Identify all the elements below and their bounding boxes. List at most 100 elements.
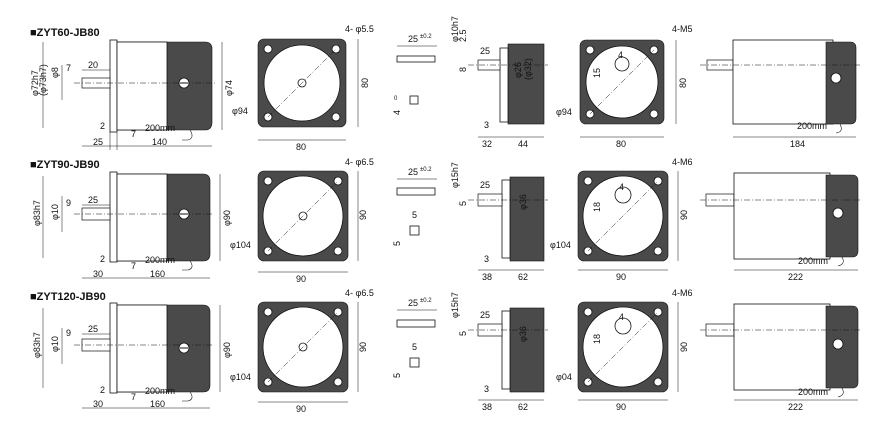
dim-label: 2: [100, 385, 105, 395]
dim-label: 90: [358, 210, 368, 220]
motor-front-view: 4- φ5.5 80 80 φ94: [232, 24, 374, 152]
key-bar: [396, 187, 436, 196]
gearbox-body: [509, 307, 545, 393]
dim-label: φ72h7: [30, 70, 40, 96]
dim-label: 20: [88, 60, 98, 70]
mount-hole: [585, 45, 595, 55]
mount-hole: [649, 45, 659, 55]
geared-motor-long-view: 200mm 222: [700, 172, 862, 282]
dim-label: φ104: [230, 372, 251, 382]
dim-label: 30: [93, 399, 103, 409]
dim-label: 25: [480, 46, 490, 56]
dim-label: 5: [392, 241, 402, 246]
dim-label: 160: [150, 399, 165, 409]
dim-label: 3: [484, 120, 489, 130]
gearbox-flange: [501, 179, 511, 259]
gearbox-side-view: φ15h7 5 25 φ36 3 38 62: [450, 162, 548, 282]
dim-label: 4: [619, 182, 624, 192]
dim-label: 200mm: [798, 387, 828, 397]
dim-label: 90: [296, 274, 306, 284]
dim-label: 2: [100, 121, 105, 131]
dim-label: 25: [408, 34, 418, 44]
dim-label: φ26: [513, 62, 523, 78]
dim-label: 25: [408, 167, 418, 177]
diag-line: [267, 180, 339, 252]
dim-label: 7: [131, 129, 136, 139]
mount-hole: [649, 109, 659, 119]
dim-label: φ104: [230, 240, 251, 250]
key-detail: 25 ±0.2 5 5: [392, 298, 437, 378]
mount-hole: [263, 44, 273, 54]
dim-label: 25: [408, 298, 418, 308]
gearbox-side-view: φ10h7 2.5 8 25 φ26 (φ32) 3 32 44: [450, 16, 548, 149]
dim-label: ±0.2: [420, 298, 432, 304]
mount-hole: [583, 176, 593, 186]
dim-label: 4- φ6.5: [345, 157, 374, 167]
mount-hole: [333, 377, 343, 387]
dim-label: 200mm: [145, 123, 175, 133]
key-section: [409, 357, 420, 368]
dim-label: 90: [679, 210, 689, 220]
cable: [182, 129, 193, 141]
gearbox-body: [509, 176, 545, 262]
gearbox-front-view: 4-M5 4 15 80 80 φ94: [556, 24, 693, 149]
dim-label: φ15h7: [450, 162, 460, 188]
dim-label: 5: [458, 331, 468, 336]
gearbox-side-view: φ15h7 5 25 φ36 3 38 62: [450, 292, 548, 412]
mount-hole: [333, 307, 343, 317]
mount-hole: [653, 246, 663, 256]
dim-label: 80: [360, 78, 370, 88]
dim-label: 200mm: [798, 256, 828, 266]
dim-label: 25: [93, 137, 103, 147]
dim-label: 0: [394, 96, 398, 102]
model-title: ■ZYT90-JB90: [30, 159, 100, 171]
dim-label: 200mm: [145, 386, 175, 396]
dim-label: φ83h7: [32, 332, 42, 358]
dim-label: φ36: [518, 326, 528, 342]
dim-label: 4-M6: [672, 157, 693, 167]
dim-label: 4- φ5.5: [345, 24, 374, 34]
dim-label: 25: [88, 195, 98, 205]
dim-label: 5: [412, 210, 417, 220]
dim-label: 32: [482, 139, 492, 149]
dim-label: 90: [358, 342, 368, 352]
dim-label: 2: [100, 254, 105, 264]
motor-body: [825, 41, 857, 125]
dim-label: 80: [296, 142, 306, 152]
dim-label: φ104: [550, 240, 571, 250]
diag-line: [267, 311, 339, 383]
model-title: ■ZYT60-JB80: [30, 27, 100, 39]
mount-hole: [331, 112, 341, 122]
dim-label: 5: [458, 201, 468, 206]
key-bar: [396, 55, 436, 63]
cable: [835, 123, 842, 134]
dim-label: 3: [484, 384, 489, 394]
dim-label: 8: [458, 67, 468, 72]
dim-label: 38: [482, 402, 492, 412]
dim-label: 90: [679, 342, 689, 352]
dim-label: 62: [518, 402, 528, 412]
dim-label: 18: [592, 334, 602, 344]
dim-label: φ83h7: [32, 200, 42, 226]
motor-housing: [116, 173, 168, 262]
dim-label: 160: [150, 269, 165, 279]
output-shaft: [477, 59, 501, 71]
flange: [109, 171, 118, 263]
dim-label: (φ32): [523, 58, 533, 80]
dim-label: 200mm: [145, 255, 175, 265]
key-bar: [396, 319, 436, 328]
dim-label: 62: [518, 272, 528, 282]
dim-label: φ36: [518, 194, 528, 210]
dim-label: φ10: [50, 204, 60, 220]
dim-label: φ94: [556, 107, 572, 117]
motor-side-view: φ83h7 φ10 9 25 φ90 2 7 200mm 30 160: [32, 302, 232, 409]
dim-label: (φ73h7): [38, 64, 48, 96]
cable: [837, 387, 844, 398]
dim-label: 5: [412, 342, 417, 352]
mount-hole: [263, 176, 273, 186]
row-zyt90-jb90: ■ZYT90-JB90 φ83h7 φ10 9 25 φ90 2 7 200mm…: [30, 157, 862, 284]
dim-label: 7: [131, 261, 136, 271]
cable: [182, 391, 193, 402]
dim-label: 4: [392, 110, 402, 115]
